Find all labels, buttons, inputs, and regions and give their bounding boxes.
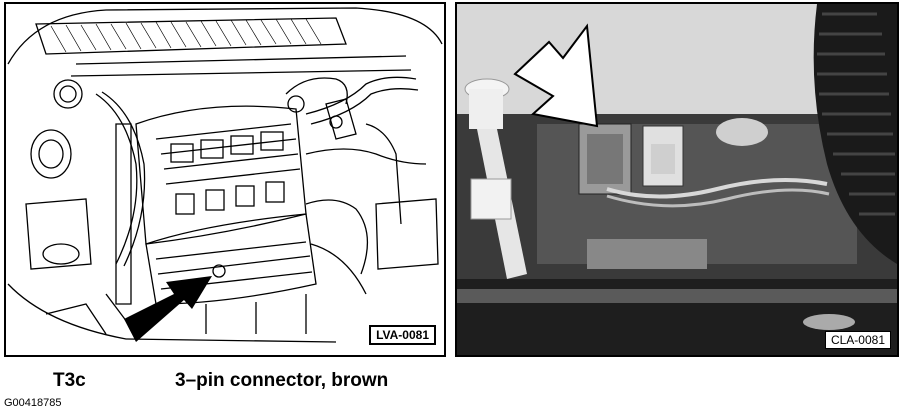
filler-pipe [464, 78, 527, 279]
engine-compartment-drawing: LVA-0081 [4, 2, 446, 357]
pointer-arrow [513, 23, 599, 128]
connector-photo-art [457, 4, 897, 355]
connector-description: 3–pin connector, brown [175, 370, 389, 391]
figure-id: G00418785 [4, 397, 62, 409]
connector-photo: CLA-0081 [455, 2, 899, 357]
corrugated-hose [813, 4, 897, 264]
pointer-arrow [124, 276, 212, 342]
connector-code: T3c [53, 370, 86, 391]
engine-line-art [7, 7, 443, 343]
image-reference-label: LVA-0081 [369, 325, 436, 345]
image-reference-label: CLA-0081 [824, 331, 891, 349]
brown-connector [578, 118, 830, 269]
